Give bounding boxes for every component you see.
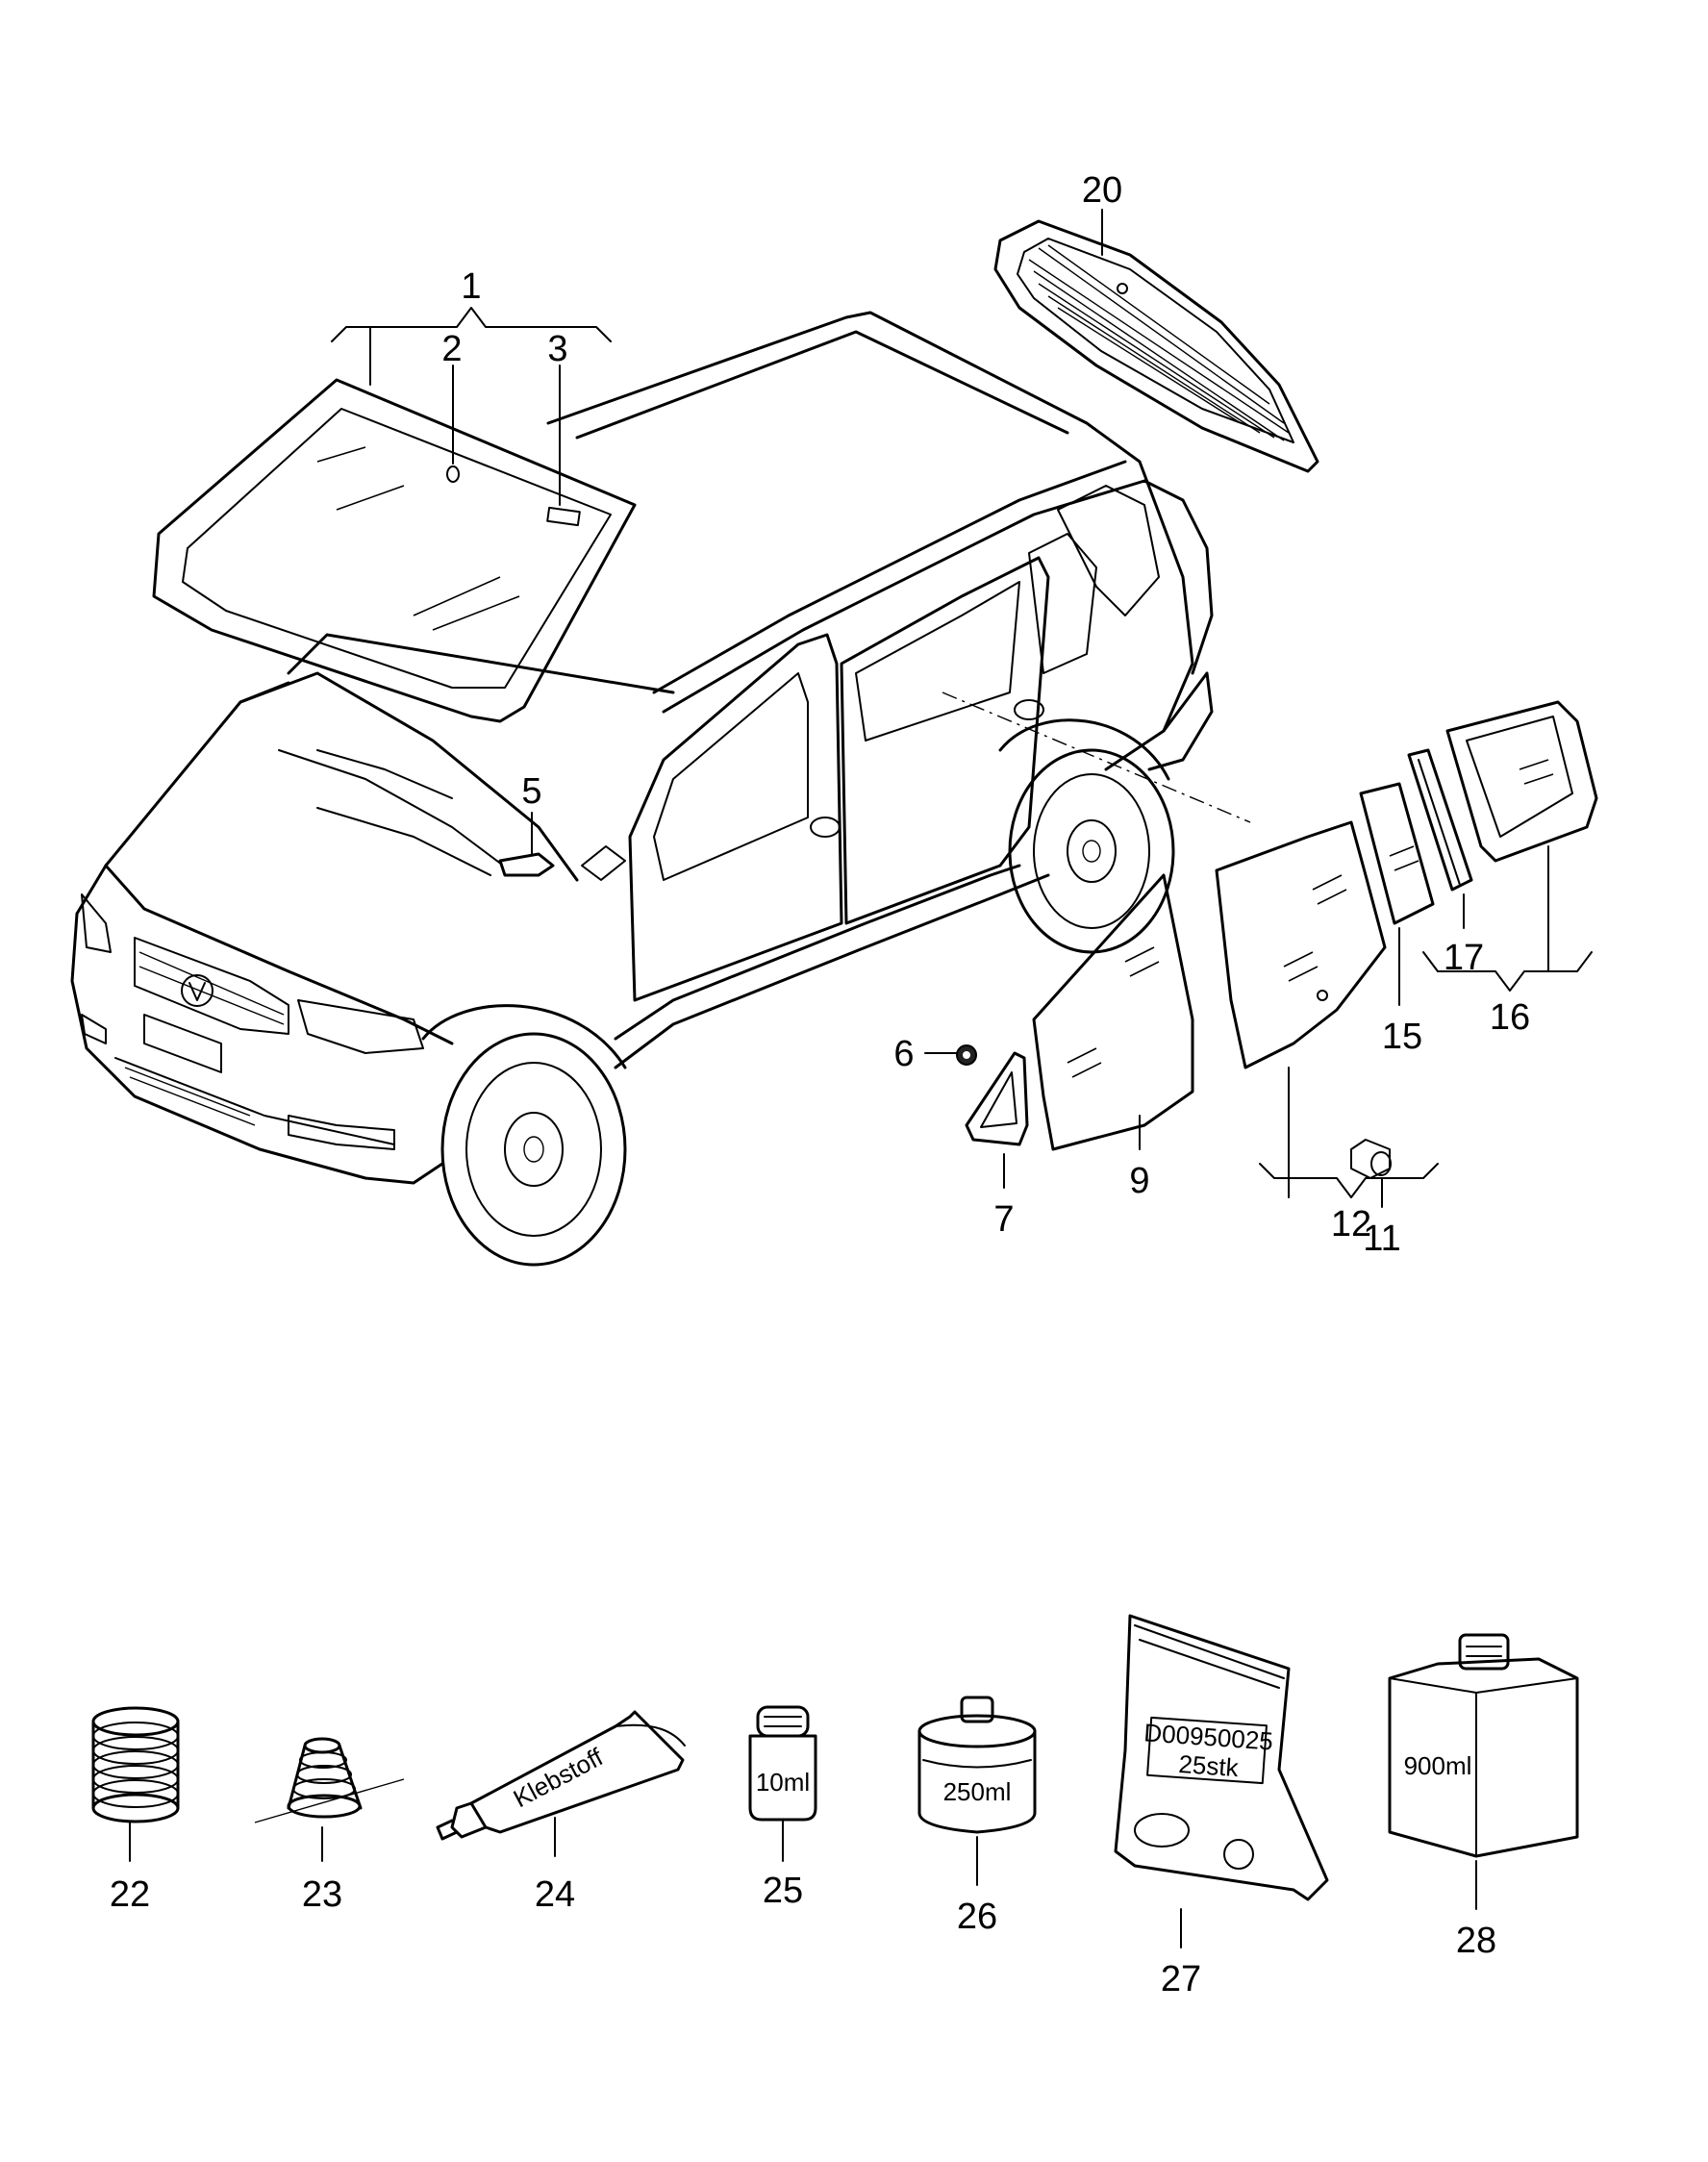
callout-5: 5 — [521, 771, 541, 812]
door-glass-rear — [1215, 820, 1387, 1069]
adhesive-tube: Klebstoff — [436, 1710, 686, 1857]
callout-12: 12 — [1331, 1204, 1371, 1244]
callout-1: 1 — [461, 266, 481, 307]
callout-3: 3 — [547, 329, 567, 369]
callout-28: 28 — [1456, 1921, 1496, 1961]
activator-vial: 10ml — [748, 1705, 817, 1862]
bottle-label: 900ml — [1404, 1751, 1472, 1780]
door-glass-fixed — [1359, 782, 1435, 925]
guide-bolt — [1350, 1139, 1392, 1179]
callout-9: 9 — [1129, 1161, 1149, 1201]
door-glass-front — [1032, 873, 1194, 1151]
vignette-patch — [546, 506, 581, 527]
callout-26: 26 — [957, 1897, 997, 1937]
rain-sensor-mount — [446, 465, 460, 483]
cleaner-bottle: 900ml — [1388, 1633, 1579, 1910]
callout-17: 17 — [1444, 938, 1484, 978]
callout-16: 16 — [1490, 997, 1530, 1038]
bag-label-line2: 25stk — [1178, 1749, 1241, 1782]
primer-can: 250ml — [917, 1696, 1037, 1886]
callout-20: 20 — [1082, 170, 1122, 211]
callout-6: 6 — [893, 1034, 914, 1074]
spacer-bag: D00950025 25stk — [1114, 1614, 1329, 1948]
windshield — [152, 378, 637, 723]
quarter-window — [1445, 700, 1598, 863]
callout-11: 11 — [1363, 1219, 1400, 1259]
bag-label-line1: D00950025 — [1143, 1718, 1274, 1755]
callout-27: 27 — [1161, 1959, 1201, 1999]
cutting-wire-cone — [254, 1737, 405, 1862]
cord-coil — [91, 1706, 180, 1862]
callout-7: 7 — [993, 1199, 1014, 1240]
tube-label: Klebstoff — [509, 1742, 609, 1813]
callout-23: 23 — [302, 1874, 342, 1915]
quarter-seal — [965, 1051, 1029, 1146]
clip-nut — [956, 1044, 977, 1066]
callout-2: 2 — [441, 329, 462, 369]
callout-24: 24 — [535, 1874, 575, 1915]
vehicle-body — [70, 311, 1214, 1267]
rear-window — [993, 219, 1319, 473]
can-label: 250ml — [943, 1777, 1012, 1806]
door-glass-strip — [1407, 748, 1473, 892]
leader-lines — [331, 209, 1593, 1208]
callout-22: 22 — [110, 1874, 150, 1915]
callout-25: 25 — [763, 1871, 803, 1911]
vial-label: 10ml — [756, 1768, 810, 1797]
callout-15: 15 — [1382, 1017, 1422, 1057]
cover-mirror — [498, 852, 555, 877]
